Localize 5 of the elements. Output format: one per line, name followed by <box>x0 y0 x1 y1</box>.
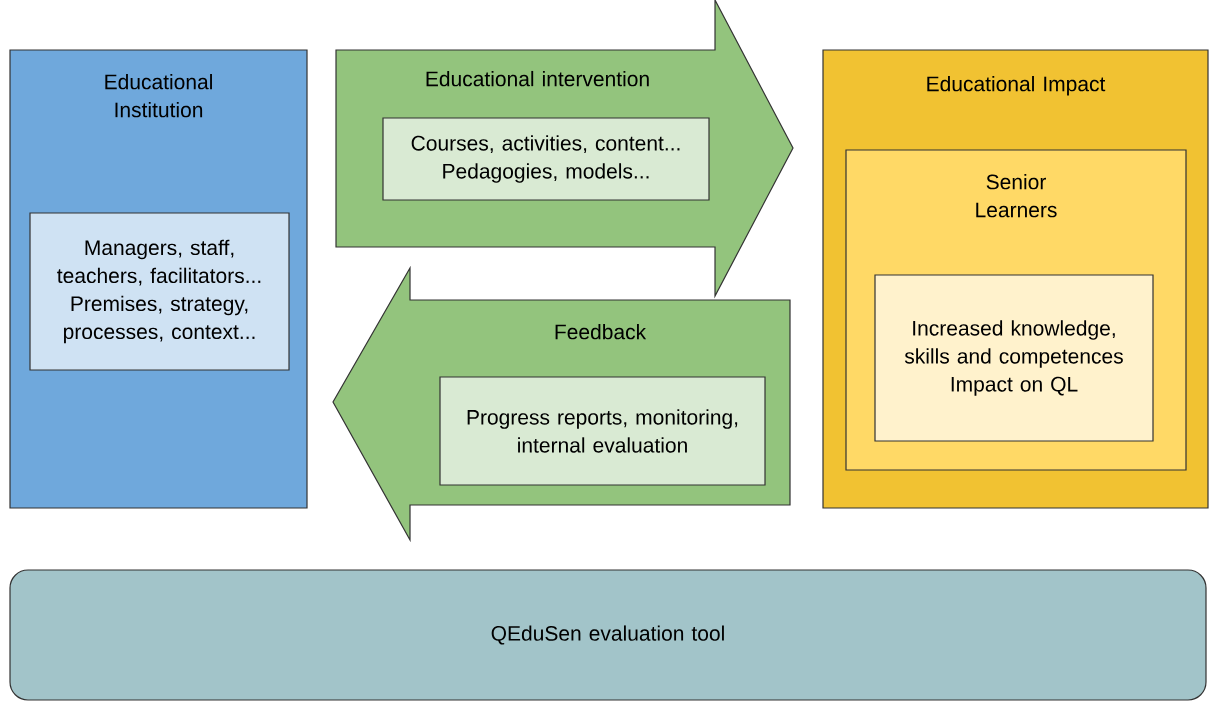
text-box: Progress reports, monitoring, internal evaluation <box>439 376 766 486</box>
text-box: Increased knowledge, skills and competences Impact on QL <box>874 274 1154 442</box>
tool-bar: QEduSen evaluation tool <box>9 569 1207 701</box>
text-box: Courses, activities, content... Pedagogies, models... <box>382 117 710 201</box>
text-box: Managers, staff, teachers, facilitators... Premises, strategy, processes, context... <box>29 212 290 371</box>
